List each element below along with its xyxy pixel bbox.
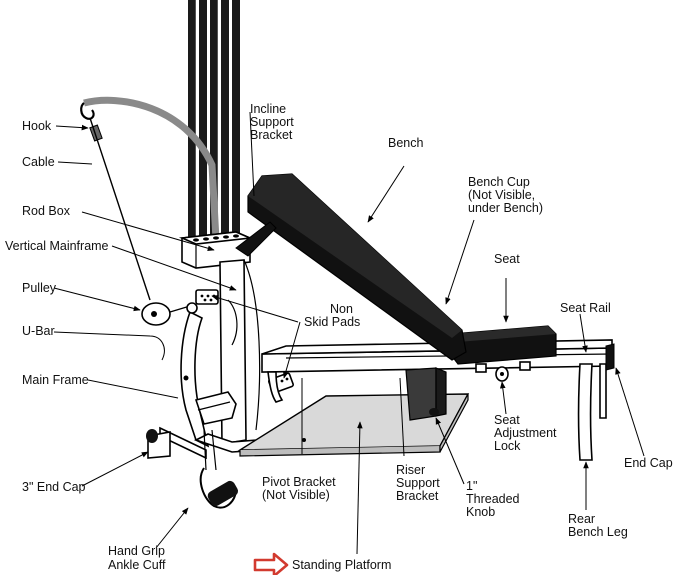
end-cap-3in-shape — [146, 429, 171, 459]
label-bench-cup: Bench Cup (Not Visible, under Bench) — [468, 175, 543, 215]
label-hook: Hook — [22, 119, 52, 133]
label-rear-bench-leg: Rear Bench Leg — [568, 512, 628, 539]
label-threaded-knob: 1" Threaded Knob — [466, 479, 523, 519]
label-non-skid-pads: Non Skid Pads — [304, 302, 360, 329]
seat-adjustment-lock-shape — [475, 361, 531, 382]
label-vertical-mainframe: Vertical Mainframe — [5, 239, 109, 253]
label-seat-rail: Seat Rail — [560, 301, 611, 315]
pulley-shape — [141, 289, 219, 326]
main-frame-shape — [159, 310, 264, 460]
cable-arc — [83, 96, 220, 241]
label-bench: Bench — [388, 136, 423, 150]
label-u-bar: U-Bar — [22, 324, 55, 338]
rod-box-shape — [178, 231, 254, 269]
leader-lines — [53, 111, 645, 555]
label-rod-box: Rod Box — [22, 204, 71, 218]
standing-platform-callout-arrow — [253, 552, 289, 575]
hook-shape — [80, 102, 95, 120]
rear-bench-leg-shape — [577, 363, 593, 461]
riser-support-bracket-shape — [405, 367, 447, 421]
label-seat-adjustment-lock: Seat Adjustment Lock — [494, 413, 560, 453]
labels: Hook Cable Rod Box Vertical Mainframe Pu… — [5, 102, 673, 572]
label-pulley: Pulley — [22, 281, 57, 295]
power-rods — [188, 0, 240, 240]
end-cap-shape — [605, 343, 615, 371]
label-hand-grip-ankle-cuff: Hand Grip Ankle Cuff — [108, 544, 168, 572]
label-end-cap: End Cap — [624, 456, 673, 470]
label-incline-support-bracket: Incline Support Bracket — [250, 102, 297, 142]
label-cable: Cable — [22, 155, 55, 169]
label-standing-platform: Standing Platform — [292, 558, 391, 572]
cable-line — [89, 117, 151, 301]
label-pivot-bracket: Pivot Bracket (Not Visible) — [262, 475, 339, 502]
bench-shape — [235, 173, 467, 361]
hand-grip-shape — [199, 429, 239, 509]
seat-shape — [451, 325, 557, 365]
label-riser-support-bracket: Riser Support Bracket — [396, 463, 443, 503]
label-end-cap-3in: 3" End Cap — [22, 480, 86, 494]
label-seat: Seat — [494, 252, 520, 266]
label-main-frame: Main Frame — [22, 373, 89, 387]
